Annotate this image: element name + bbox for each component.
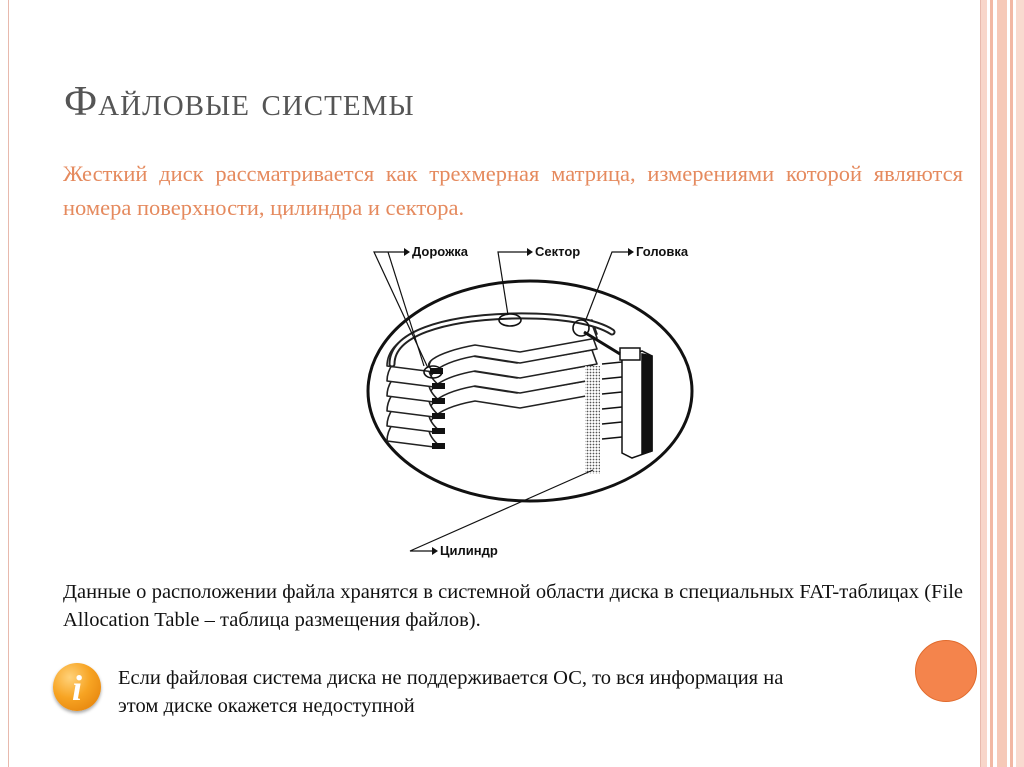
sector-marker-circle [498, 313, 522, 327]
disk-outline-ellipse [366, 279, 694, 503]
orange-circle-decoration [915, 640, 977, 702]
leader-lines [373, 251, 628, 552]
label-track: Дорожка [412, 244, 469, 259]
intro-paragraph: Жесткий диск рассматривается как трехмер… [63, 161, 963, 220]
cylinder-band [585, 366, 600, 474]
info-icon-glyph: i [71, 668, 82, 708]
sector-markers [430, 368, 445, 449]
head-actuator [583, 330, 653, 459]
slide-frame [8, 0, 981, 767]
head-marker-circle [572, 319, 590, 337]
label-head: Головка [636, 244, 689, 259]
track-marker-circle [423, 365, 443, 379]
label-sector: Сектор [535, 244, 580, 259]
info-icon: i [53, 663, 101, 711]
label-cylinder: Цилиндр [440, 543, 498, 558]
fat-paragraph: Данные о расположении файла хранятся в с… [63, 581, 963, 631]
note-text: Если файловая система диска не поддержив… [118, 667, 784, 717]
slide-title: Файловые системы [64, 79, 415, 125]
side-stripes-decoration [981, 0, 1024, 767]
hard-disk-diagram: Дорожка Сектор Головка Цилиндр [366, 244, 694, 558]
